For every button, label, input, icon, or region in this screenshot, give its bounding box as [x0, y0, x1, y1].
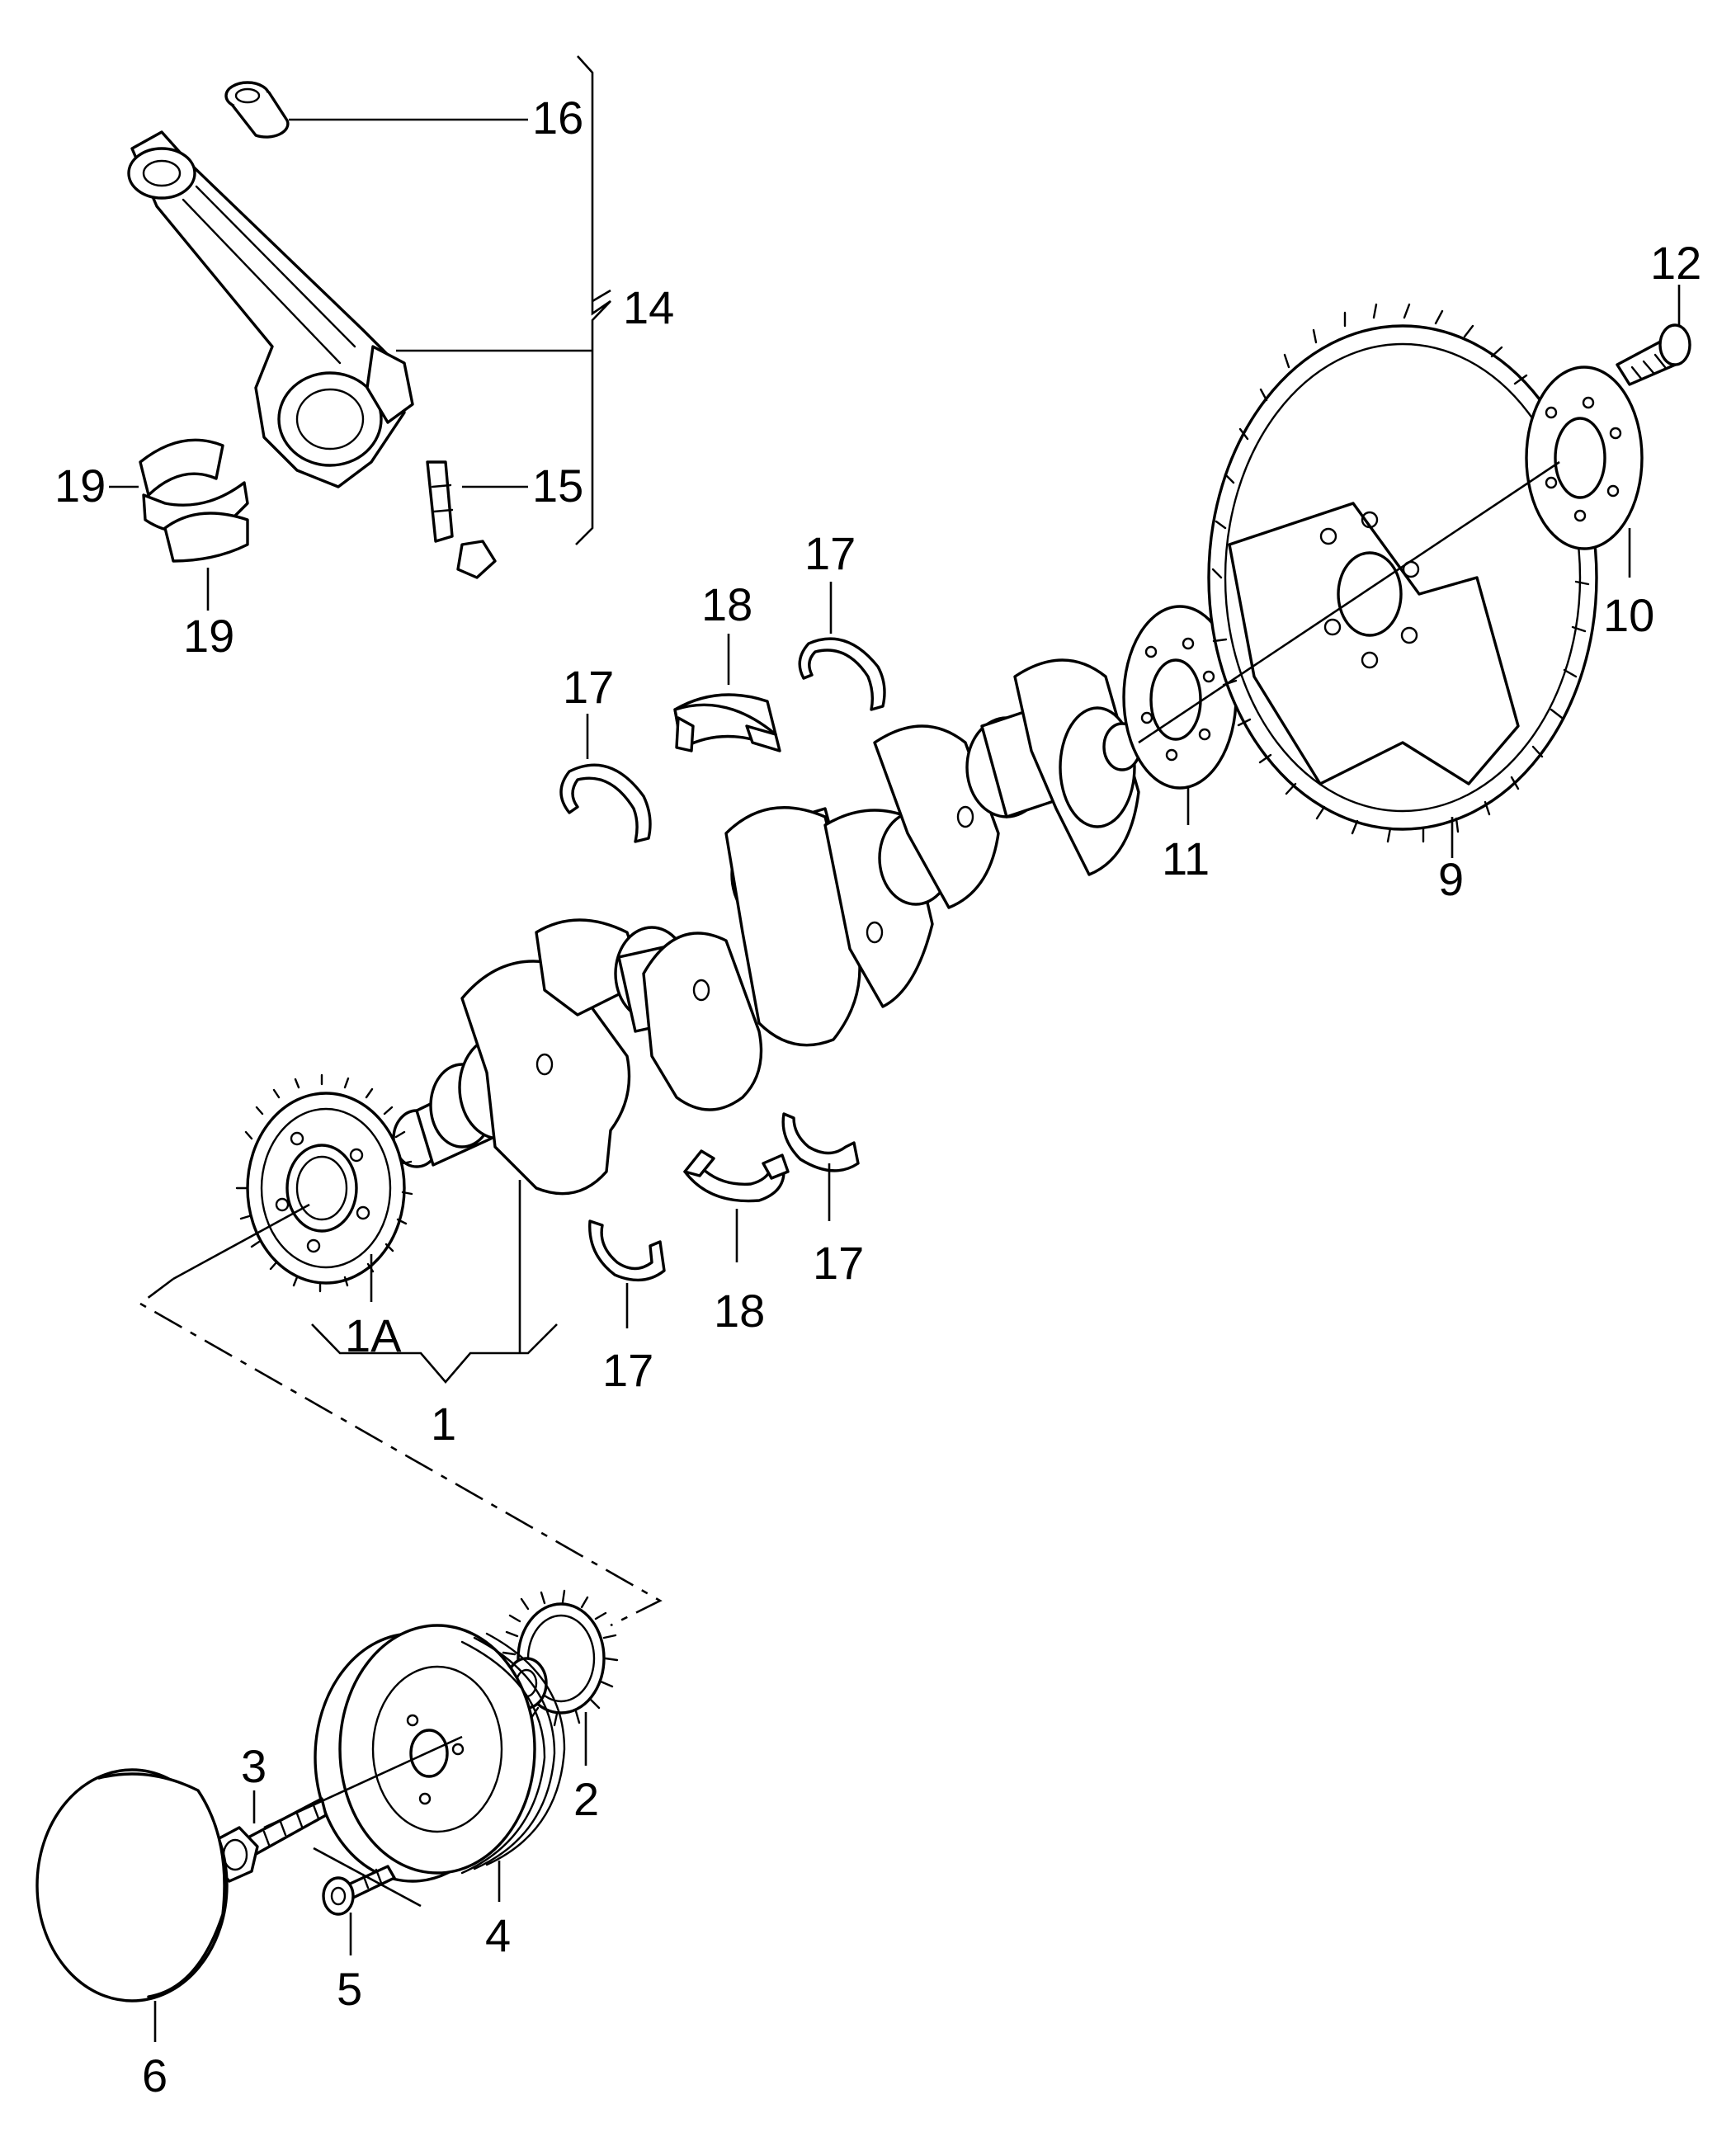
thrust-washer-upper-left — [559, 763, 652, 843]
callout-18-bottom: 18 — [714, 1285, 765, 1337]
flywheel — [1207, 303, 1598, 843]
connecting-rod — [127, 130, 414, 488]
callout-11: 11 — [1162, 833, 1210, 884]
callout-3: 3 — [241, 1740, 267, 1792]
callout-14: 14 — [623, 281, 674, 333]
bolt-5 — [322, 1865, 396, 1916]
callout-1a: 1A — [345, 1309, 402, 1361]
main-bearing-upper — [673, 693, 781, 752]
flywheel-bolt — [1616, 323, 1691, 386]
crankshaft-gear — [235, 1073, 413, 1293]
rod-bearing-shells — [139, 438, 249, 563]
sprocket-2 — [502, 1589, 619, 1727]
rod-bolt — [426, 460, 497, 579]
callout-6: 6 — [142, 2050, 167, 2101]
thrust-washer-lower-right — [781, 1112, 860, 1172]
thrust-washer-lower-left — [588, 1219, 666, 1282]
callout-17-bottom-right: 17 — [813, 1237, 864, 1289]
callout-4: 4 — [485, 1909, 511, 1961]
callout-19-left: 19 — [54, 460, 106, 512]
callout-5: 5 — [337, 1963, 362, 2015]
callout-9: 9 — [1438, 853, 1464, 905]
callout-17-top-right: 17 — [804, 527, 856, 579]
small-end-bushing — [224, 81, 290, 139]
crankshaft — [392, 658, 1142, 1196]
pressure-plate-10 — [1525, 366, 1644, 550]
pulley-bolt-3 — [211, 1797, 328, 1883]
thrust-washer-upper-right — [798, 637, 886, 711]
main-bearing-lower — [683, 1149, 790, 1203]
callout-1: 1 — [431, 1398, 456, 1450]
callout-12: 12 — [1650, 237, 1701, 289]
callout-19-bottom: 19 — [183, 610, 234, 662]
shim-plate-11 — [1122, 605, 1238, 790]
callout-17-top-left: 17 — [563, 661, 614, 713]
callout-16: 16 — [532, 92, 583, 144]
callout-15: 15 — [532, 460, 583, 512]
cap-6 — [35, 1768, 229, 2002]
callout-10: 10 — [1603, 589, 1654, 641]
callout-2: 2 — [573, 1773, 599, 1825]
callout-18-top: 18 — [701, 578, 752, 630]
vibration-damper-pulley — [314, 1624, 566, 1883]
callout-17-bottom-left: 17 — [602, 1344, 653, 1396]
